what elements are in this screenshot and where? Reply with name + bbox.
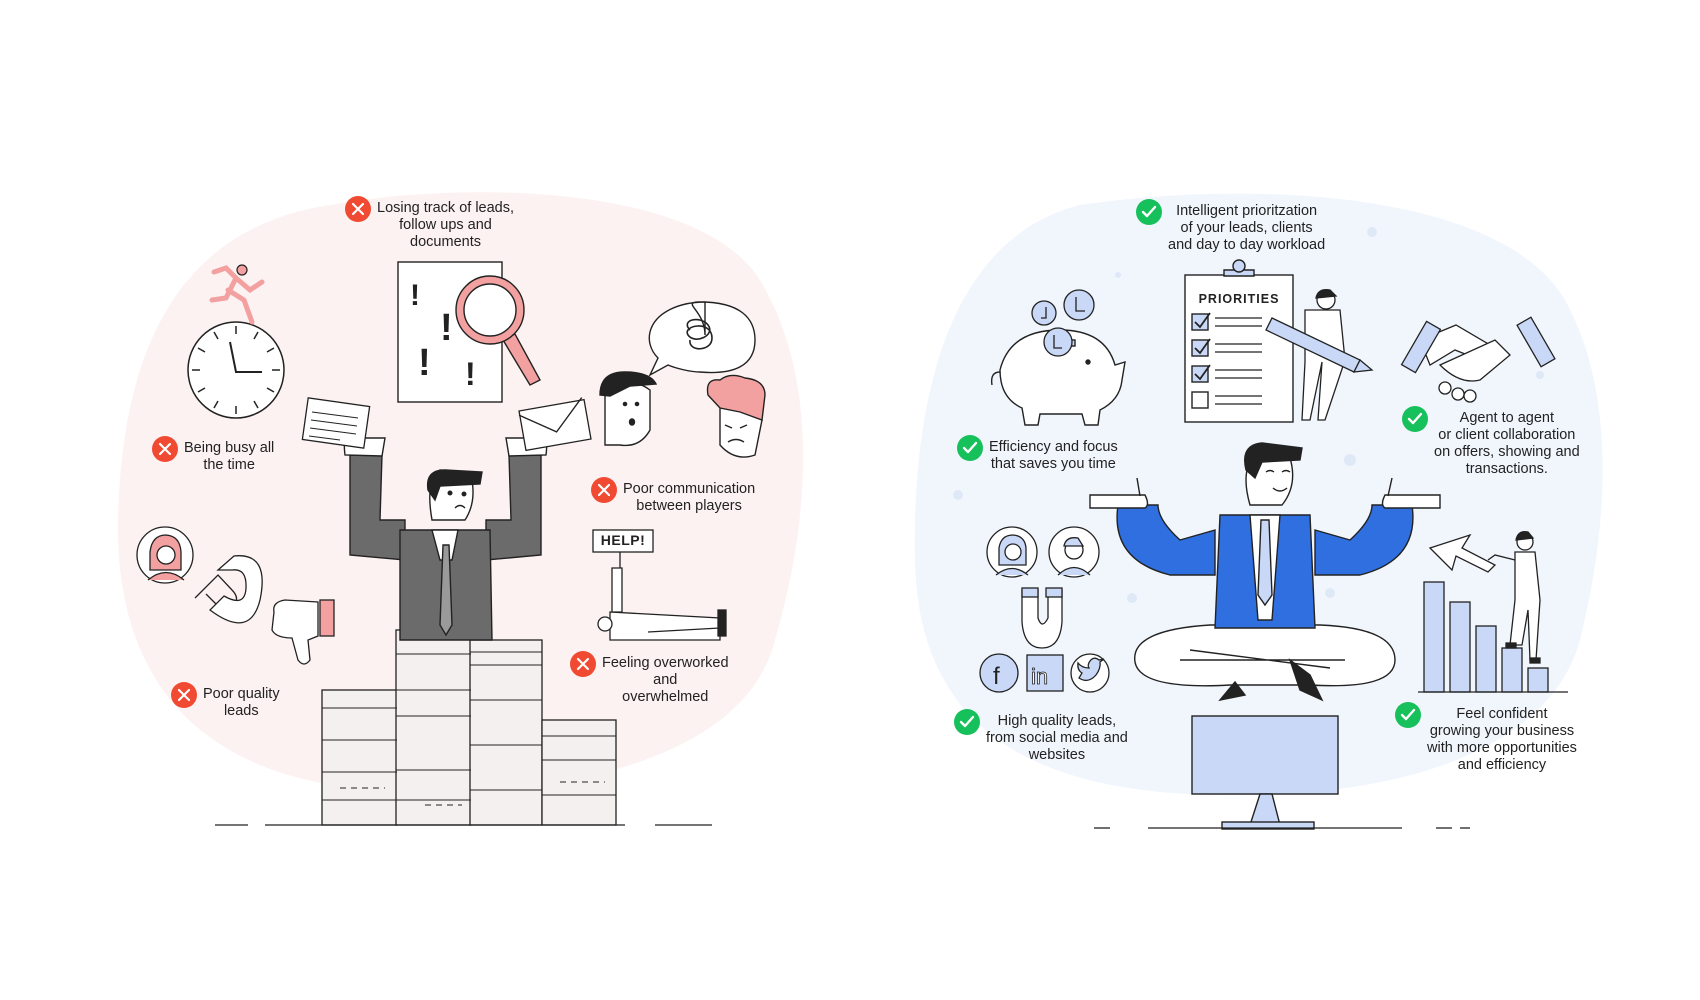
checklist (1191, 312, 1262, 409)
worried-person-head (599, 371, 658, 447)
magnifier-icon (455, 275, 541, 386)
collapsed-person (597, 567, 727, 641)
help-sign-text: HELP! (600, 532, 646, 548)
svg-text:in: in (1031, 664, 1048, 689)
help-sign (592, 529, 654, 570)
document-stacks (321, 629, 617, 826)
woman-avatar-icon (136, 526, 194, 584)
envelope-icon (518, 397, 592, 452)
item-text: High quality leads,from social media and… (986, 713, 1128, 763)
woman-avatar-icon-right (986, 526, 1038, 578)
magnet-icon (194, 555, 263, 624)
check-circle-icon (1136, 199, 1162, 225)
meditating-businessman (1089, 442, 1441, 702)
x-circle-icon (152, 436, 178, 462)
thumbs-down-icon (271, 599, 335, 665)
confused-speech-bubble (648, 301, 756, 377)
check-circle-icon (1402, 406, 1428, 432)
check-circle-icon (957, 435, 983, 461)
magnet-icon-right (1021, 587, 1063, 649)
background-dots (953, 227, 1544, 603)
computer-monitor (1191, 715, 1339, 830)
coin-icons (1031, 289, 1095, 357)
growth-chart-icon (1418, 533, 1568, 693)
svg-text:!: ! (440, 307, 453, 349)
man-avatar-icon (1048, 526, 1100, 578)
x-circle-icon (171, 682, 197, 708)
clock-icon (187, 321, 285, 419)
left-scene: ! ! ! ! (117, 192, 804, 826)
facebook-icon: f (979, 653, 1019, 693)
paper-sheet-icon (301, 397, 371, 449)
svg-text:!: ! (418, 342, 431, 384)
curly-haired-person-head (706, 374, 766, 458)
x-circle-icon (345, 196, 371, 222)
clipboard-title: PRIORITIES (1198, 292, 1280, 306)
priorities-clipboard (1184, 259, 1294, 423)
handshake-icon (1400, 316, 1556, 403)
x-circle-icon (570, 651, 596, 677)
man-with-pencil (1265, 289, 1374, 421)
stressed-businessman (343, 427, 548, 641)
svg-text:!: ! (465, 356, 476, 392)
item-high-quality: High quality leads,from social media and… (954, 709, 1128, 764)
twitter-icon (1070, 653, 1110, 693)
linkedin-icon: in (1026, 654, 1064, 692)
check-circle-icon (1395, 702, 1421, 728)
check-circle-icon (954, 709, 980, 735)
svg-text:!: ! (410, 279, 420, 312)
right-scene: f in (914, 193, 1603, 830)
svg-text:f: f (993, 663, 1000, 690)
running-man-icon (209, 264, 265, 325)
x-circle-icon (591, 477, 617, 503)
climbing-man (1487, 531, 1541, 664)
